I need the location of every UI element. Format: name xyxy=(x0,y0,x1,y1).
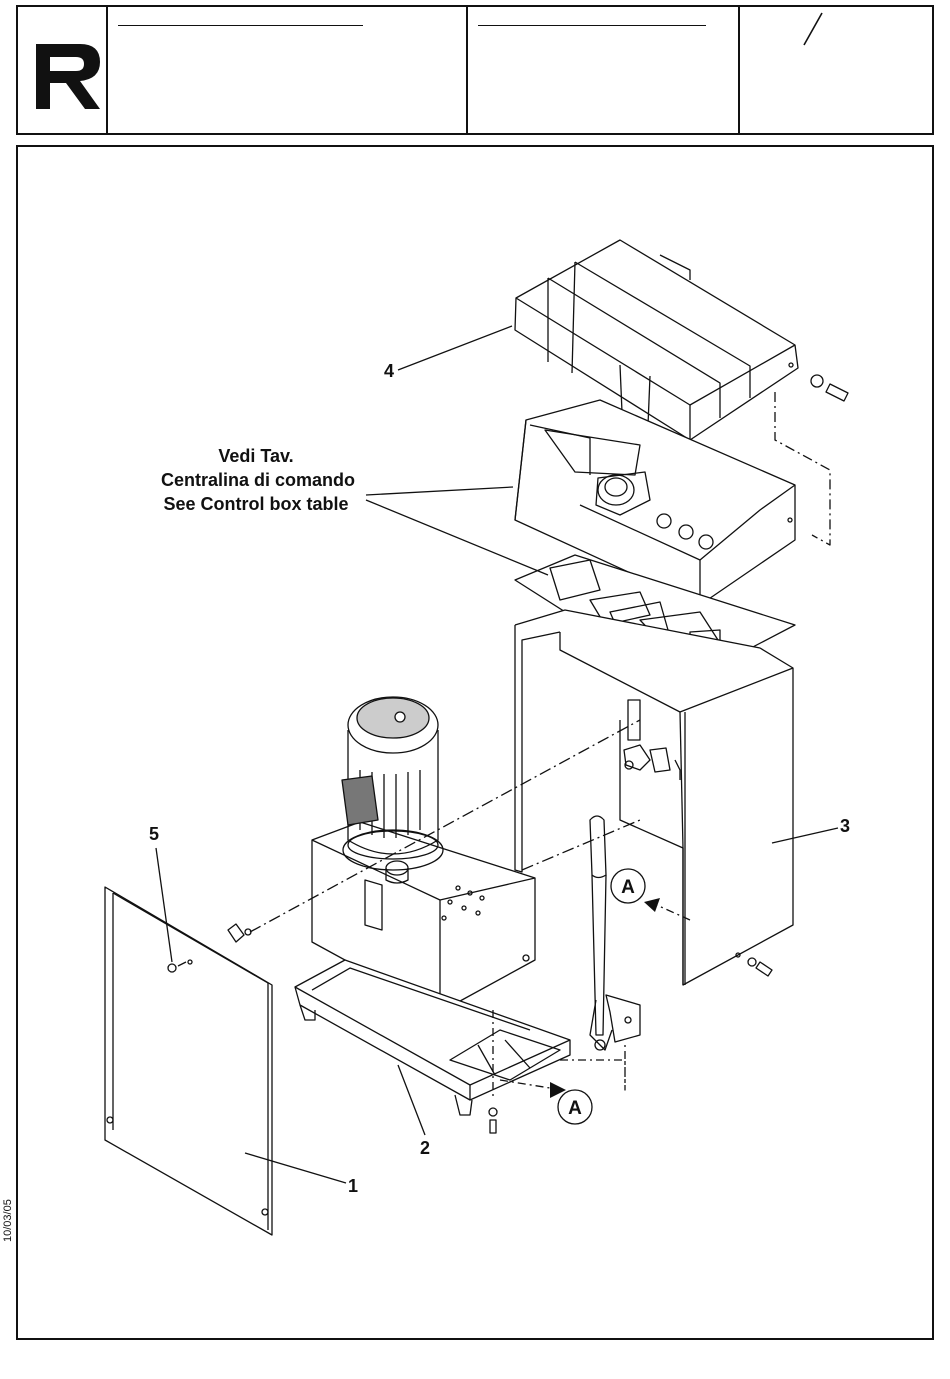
hand-lever xyxy=(590,816,640,1050)
hinge-pin xyxy=(228,924,251,942)
detail-arrow-1 xyxy=(644,898,660,912)
callout-4: 4 xyxy=(384,361,394,381)
callout-2: 2 xyxy=(420,1138,430,1158)
note-line-1: Vedi Tav. xyxy=(218,446,293,466)
detail-label-2: A xyxy=(568,1098,582,1119)
callout-1: 1 xyxy=(348,1176,358,1196)
callout-5: 5 xyxy=(149,824,159,844)
detail-arrow-2 xyxy=(550,1082,566,1098)
dash-line-base-a xyxy=(500,1080,550,1088)
cabinet-part-3 xyxy=(515,610,793,985)
detail-label-1: A xyxy=(621,877,635,898)
callout-3: 3 xyxy=(840,816,850,836)
note-line-2: Centralina di comando xyxy=(161,470,355,490)
base-screw xyxy=(489,1108,497,1133)
top-cover-part-4 xyxy=(515,240,798,440)
leader-2 xyxy=(398,1065,425,1135)
leader-note-1 xyxy=(366,487,513,495)
dash-line-cabinet xyxy=(522,820,640,870)
leader-4 xyxy=(398,326,512,370)
side-panel-part-1 xyxy=(105,887,272,1235)
cabinet-screw xyxy=(748,958,772,976)
revision-date: 10/03/05 xyxy=(2,1199,14,1242)
note-line-3: See Control box table xyxy=(163,494,348,514)
